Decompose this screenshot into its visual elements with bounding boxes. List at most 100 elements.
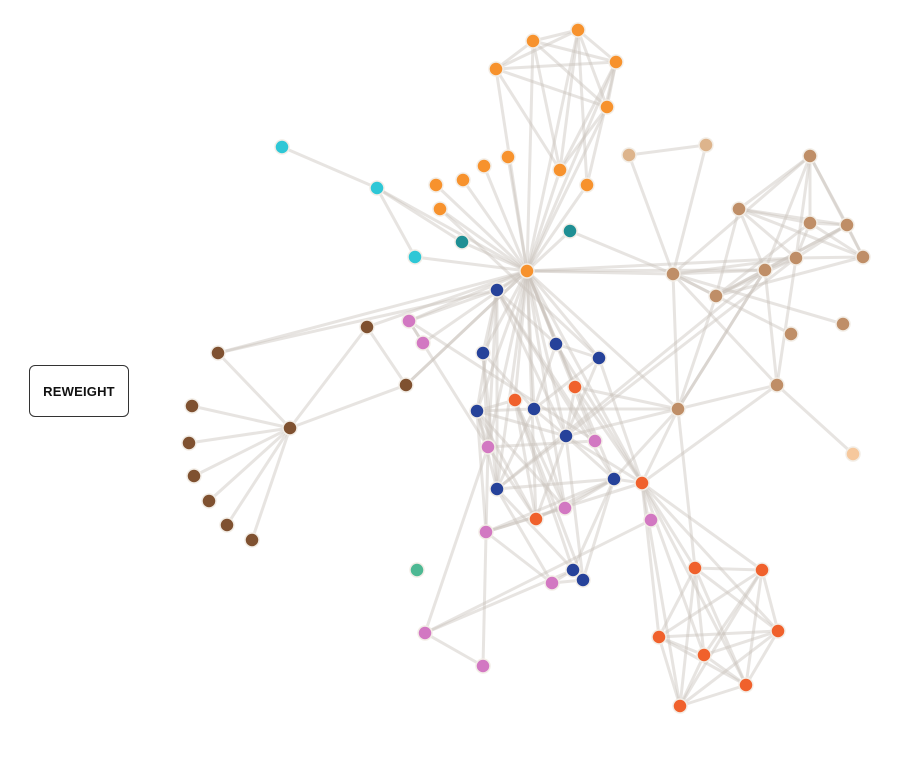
graph-node[interactable] — [565, 562, 581, 578]
graph-node[interactable] — [480, 439, 496, 455]
graph-node[interactable] — [469, 403, 485, 419]
graph-node[interactable] — [575, 572, 591, 588]
graph-edge — [679, 629, 779, 708]
graph-edge — [289, 383, 407, 430]
graph-node[interactable] — [219, 517, 235, 533]
graph-node[interactable] — [608, 54, 624, 70]
graph-node[interactable] — [489, 481, 505, 497]
graph-node[interactable] — [606, 471, 622, 487]
graph-edge — [677, 383, 778, 411]
graph-node[interactable] — [500, 149, 516, 165]
graph-node[interactable] — [186, 468, 202, 484]
graph-edge — [744, 630, 780, 686]
graph-node[interactable] — [544, 575, 560, 591]
graph-node[interactable] — [670, 401, 686, 417]
graph-node[interactable] — [651, 629, 667, 645]
graph-node[interactable] — [407, 249, 423, 265]
graph-node[interactable] — [839, 217, 855, 233]
graph-node[interactable] — [621, 147, 637, 163]
graph-edge — [513, 399, 585, 581]
graph-edge — [475, 410, 538, 520]
graph-edge — [658, 635, 705, 657]
graph-node[interactable] — [634, 475, 650, 491]
graph-node[interactable] — [587, 433, 603, 449]
reweight-button[interactable]: REWEIGHT — [29, 365, 129, 417]
graph-node[interactable] — [548, 336, 564, 352]
graph-node[interactable] — [475, 345, 491, 361]
graph-node[interactable] — [708, 288, 724, 304]
graph-node[interactable] — [754, 562, 770, 578]
graph-node[interactable] — [643, 512, 659, 528]
graph-edge — [525, 270, 644, 484]
graph-node[interactable] — [757, 262, 773, 278]
graph-edge — [461, 179, 529, 272]
graph-node[interactable] — [802, 215, 818, 231]
graph-node[interactable] — [562, 223, 578, 239]
graph-node[interactable] — [557, 500, 573, 516]
graph-node[interactable] — [488, 61, 504, 77]
graph-node[interactable] — [698, 137, 714, 153]
graph-node[interactable] — [415, 335, 431, 351]
graph-node[interactable] — [591, 350, 607, 366]
graph-edge — [288, 326, 369, 429]
graph-node[interactable] — [181, 435, 197, 451]
graph-edge — [481, 351, 536, 411]
graph-node[interactable] — [454, 234, 470, 250]
graph-node[interactable] — [570, 22, 586, 38]
graph-edge — [640, 408, 680, 484]
graph-node[interactable] — [409, 562, 425, 578]
graph-node[interactable] — [528, 511, 544, 527]
graph-node[interactable] — [687, 560, 703, 576]
graph-edge — [250, 427, 292, 541]
graph-node[interactable] — [738, 677, 754, 693]
graph-node[interactable] — [274, 139, 290, 155]
graph-node[interactable] — [201, 493, 217, 509]
graph-node[interactable] — [770, 623, 786, 639]
graph-node[interactable] — [210, 345, 226, 361]
graph-node[interactable] — [428, 177, 444, 193]
graph-node[interactable] — [665, 266, 681, 282]
graph-node[interactable] — [567, 379, 583, 395]
graph-node[interactable] — [552, 162, 568, 178]
graph-edge — [434, 183, 529, 273]
graph-node[interactable] — [525, 33, 541, 49]
graph-edge — [694, 566, 763, 572]
graph-node[interactable] — [184, 398, 200, 414]
graph-node[interactable] — [672, 698, 688, 714]
graph-node[interactable] — [401, 313, 417, 329]
graph-node[interactable] — [398, 377, 414, 393]
graph-node[interactable] — [558, 428, 574, 444]
graph-node[interactable] — [855, 249, 871, 265]
graph-node[interactable] — [783, 326, 799, 342]
graph-node[interactable] — [432, 201, 448, 217]
graph-edge — [366, 269, 528, 329]
graph-node[interactable] — [696, 647, 712, 663]
graph-node[interactable] — [731, 201, 747, 217]
graph-node[interactable] — [417, 625, 433, 641]
graph-edge — [375, 187, 417, 258]
graph-node[interactable] — [282, 420, 298, 436]
graph-node[interactable] — [788, 250, 804, 266]
graph-node[interactable] — [519, 263, 535, 279]
graph-edge — [763, 155, 812, 271]
graph-node[interactable] — [526, 401, 542, 417]
graph-node[interactable] — [476, 158, 492, 174]
graph-node[interactable] — [478, 524, 494, 540]
graph-node[interactable] — [455, 172, 471, 188]
graph-node[interactable] — [769, 377, 785, 393]
graph-edge — [809, 221, 864, 259]
graph-edge — [628, 143, 707, 157]
graph-node[interactable] — [599, 99, 615, 115]
graph-node[interactable] — [845, 446, 861, 462]
graph-node[interactable] — [244, 532, 260, 548]
graph-node[interactable] — [579, 177, 595, 193]
graph-node[interactable] — [369, 180, 385, 196]
graph-node[interactable] — [489, 282, 505, 298]
graph-node[interactable] — [475, 658, 491, 674]
graph-node[interactable] — [507, 392, 523, 408]
graph-edge — [678, 569, 764, 707]
graph-node[interactable] — [359, 319, 375, 335]
graph-node[interactable] — [835, 316, 851, 332]
graph-edge — [513, 399, 575, 571]
graph-node[interactable] — [802, 148, 818, 164]
